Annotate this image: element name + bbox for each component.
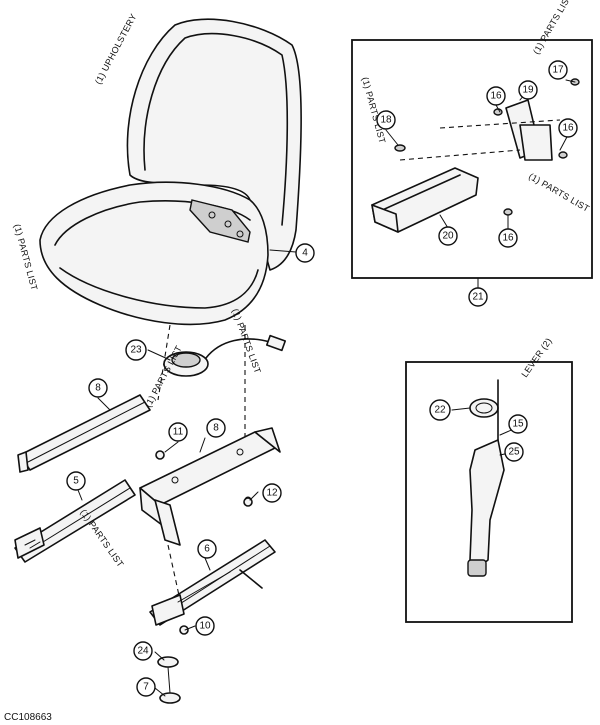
slide-assembly-lower [149,539,276,626]
svg-text:16: 16 [490,91,502,102]
svg-text:10: 10 [199,621,211,632]
svg-text:15: 15 [512,419,524,430]
svg-text:8: 8 [95,383,101,394]
svg-text:5: 5 [73,476,79,487]
callout-15: 15 [508,414,528,434]
callout-5: 5 [66,471,86,491]
slide-rail-left [17,394,151,473]
svg-text:21: 21 [472,292,484,303]
svg-text:16: 16 [562,123,574,134]
note-parts-list-slide: (1) PARTS LIST [78,507,126,569]
lever-assembly [467,379,505,577]
svg-text:24: 24 [137,646,149,657]
callout-16-right: 16 [558,118,578,138]
svg-text:11: 11 [173,427,184,438]
note-lever-inset: LEVER (2) [519,336,553,379]
note-parts-list-top: (1) PARTS LIST [531,0,574,56]
svg-text:16: 16 [502,233,514,244]
note-parts-list-inset: (1) PARTS LIST [360,76,387,145]
armrest-inset-frame [351,39,593,279]
callout-11: 11 [168,422,188,442]
callout-24: 24 [133,641,153,661]
seat-control-panel [189,199,251,243]
svg-text:22: 22 [434,405,446,416]
callout-8-left: 8 [88,378,108,398]
callout-23: 23 [125,339,147,361]
svg-text:7: 7 [143,682,149,693]
callout-12: 12 [262,483,282,503]
note-parts-list-switch: (1) PARTS LIST [143,344,184,409]
callout-18: 18 [376,110,396,130]
slide-assembly-lower-left [14,479,136,563]
armrest-assembly [371,78,580,289]
note-parts-list-left: (1) PARTS LIST [12,223,39,292]
svg-text:25: 25 [508,447,520,458]
lever-inset-frame [405,361,573,623]
svg-text:23: 23 [130,345,142,356]
drawing-code: CC108663 [4,712,52,723]
seat-backrest [126,18,302,271]
note-parts-list-seat: (1) PARTS LIST [230,307,263,375]
seat-pan [139,427,281,601]
svg-text:19: 19 [522,85,534,96]
svg-text:12: 12 [266,488,278,499]
callout-21: 21 [468,287,488,307]
callout-4: 4 [295,243,315,263]
callout-8-center: 8 [206,418,226,438]
callout-16-top: 16 [486,86,506,106]
note-parts-list-armrest: (1) PARTS LIST [527,171,591,214]
svg-text:17: 17 [552,65,564,76]
seat-switch [163,334,287,377]
svg-text:4: 4 [302,248,308,259]
callout-17: 17 [548,60,568,80]
callout-19: 19 [518,80,538,100]
svg-text:20: 20 [442,231,454,242]
callout-6: 6 [197,539,217,559]
callout-16-bottom: 16 [498,228,518,248]
callout-20: 20 [438,226,458,246]
svg-text:8: 8 [213,423,219,434]
callout-10: 10 [195,616,215,636]
svg-text:18: 18 [380,115,392,126]
svg-text:6: 6 [204,544,210,555]
callout-25: 25 [504,442,524,462]
note-upholstery: (1) UPHOLSTERY [93,12,139,86]
callout-22: 22 [429,399,451,421]
seat-assembly [39,18,302,455]
callout-7: 7 [136,677,156,697]
